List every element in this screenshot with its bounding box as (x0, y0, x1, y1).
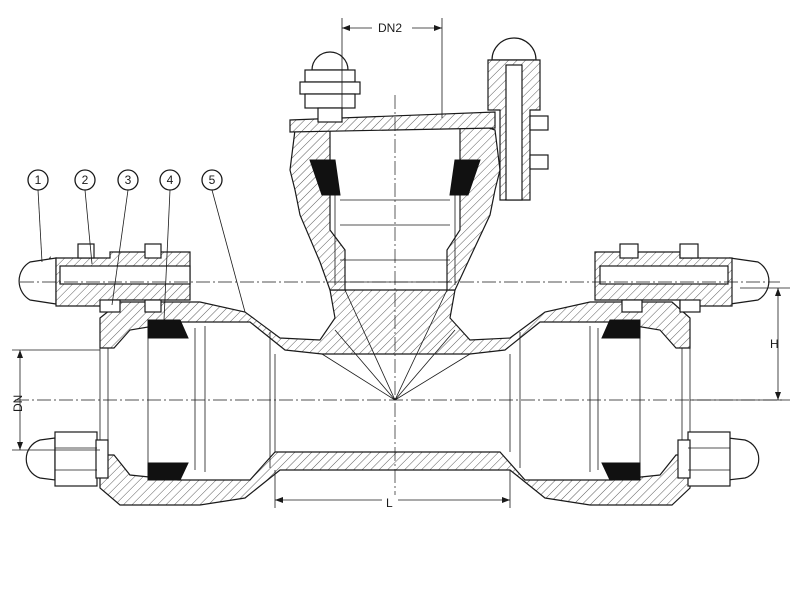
seal-right-top (601, 319, 641, 339)
callout-4: 4 (167, 173, 174, 187)
bore-lines (99, 326, 691, 475)
callout-1: 1 (35, 173, 42, 187)
dimension-l: L (274, 470, 511, 510)
callout-2: 2 (82, 173, 89, 187)
bolt-right-top (594, 243, 770, 313)
seal-branch-right (449, 159, 481, 196)
bolt-left-bottom (25, 431, 109, 487)
seal-left-bottom (147, 462, 189, 481)
seal-branch-left (309, 159, 341, 196)
seal-left-top (147, 319, 189, 339)
branch-section (289, 111, 501, 291)
bolt-top-right (487, 37, 549, 201)
dn2-label: DN2 (378, 21, 402, 35)
dimension-dn: DN (11, 349, 100, 451)
l-label: L (386, 496, 393, 510)
callout-5: 5 (209, 173, 216, 187)
h-label: H (770, 337, 779, 351)
center-lines (15, 95, 785, 500)
dimension-h: H (690, 287, 790, 401)
dn-label: DN (11, 395, 25, 412)
seal-right-bottom (601, 462, 641, 481)
callout-circle-3 (117, 169, 139, 191)
bolt-left-top (18, 243, 191, 313)
callouts: 1 2 3 4 5 (27, 169, 246, 321)
callout-3: 3 (125, 173, 132, 187)
dimension-dn2: DN2 (341, 18, 443, 118)
cone-lines (321, 289, 471, 401)
gasket-seals (147, 319, 641, 481)
bolt-right-bottom (677, 431, 760, 487)
bolt-top-left (299, 51, 361, 123)
